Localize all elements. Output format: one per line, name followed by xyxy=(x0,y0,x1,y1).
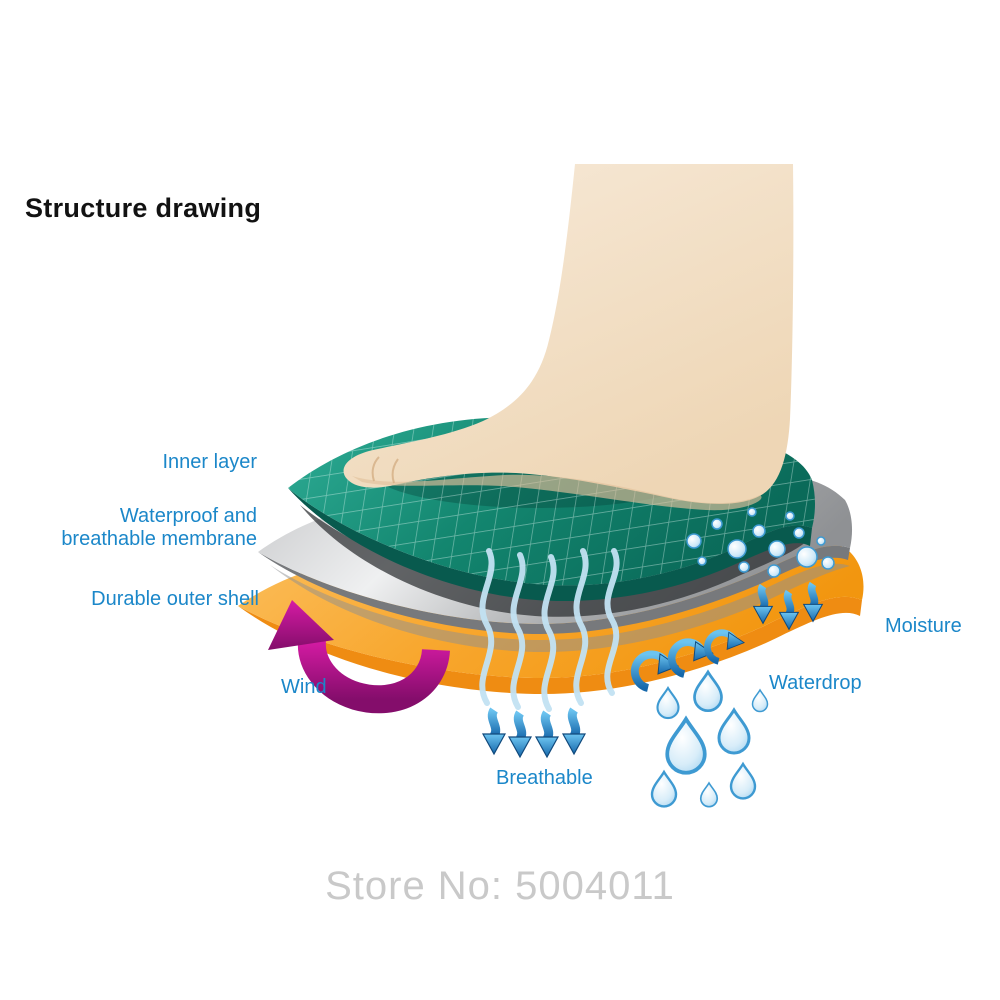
foot-illustration xyxy=(343,164,794,511)
membrane-label-line1: Waterproof and xyxy=(119,505,257,527)
moisture-bubbles-icon xyxy=(686,507,835,578)
page-title: Structure drawing xyxy=(25,193,262,223)
breathable-label: Breathable xyxy=(496,767,593,789)
membrane-shadow xyxy=(270,563,850,652)
inner-layer-label: Inner layer xyxy=(162,451,258,473)
store-watermark: Store No: 5004011 xyxy=(325,864,675,908)
wind-arrow-icon xyxy=(268,600,450,714)
breathable-arrows-icon xyxy=(483,710,585,757)
inner-layer-shadow xyxy=(300,505,806,617)
waterdrop-label: Waterdrop xyxy=(769,672,862,694)
wind-label: Wind xyxy=(281,676,327,698)
moisture-label: Moisture xyxy=(885,615,962,637)
waterdrops-icon xyxy=(650,670,769,808)
membrane-label: Waterproof and breathable membrane xyxy=(61,505,257,551)
outer-shell-label: Durable outer shell xyxy=(91,588,259,610)
steam-lines-icon xyxy=(479,548,620,712)
membrane-label-line2: breathable membrane xyxy=(61,528,257,550)
